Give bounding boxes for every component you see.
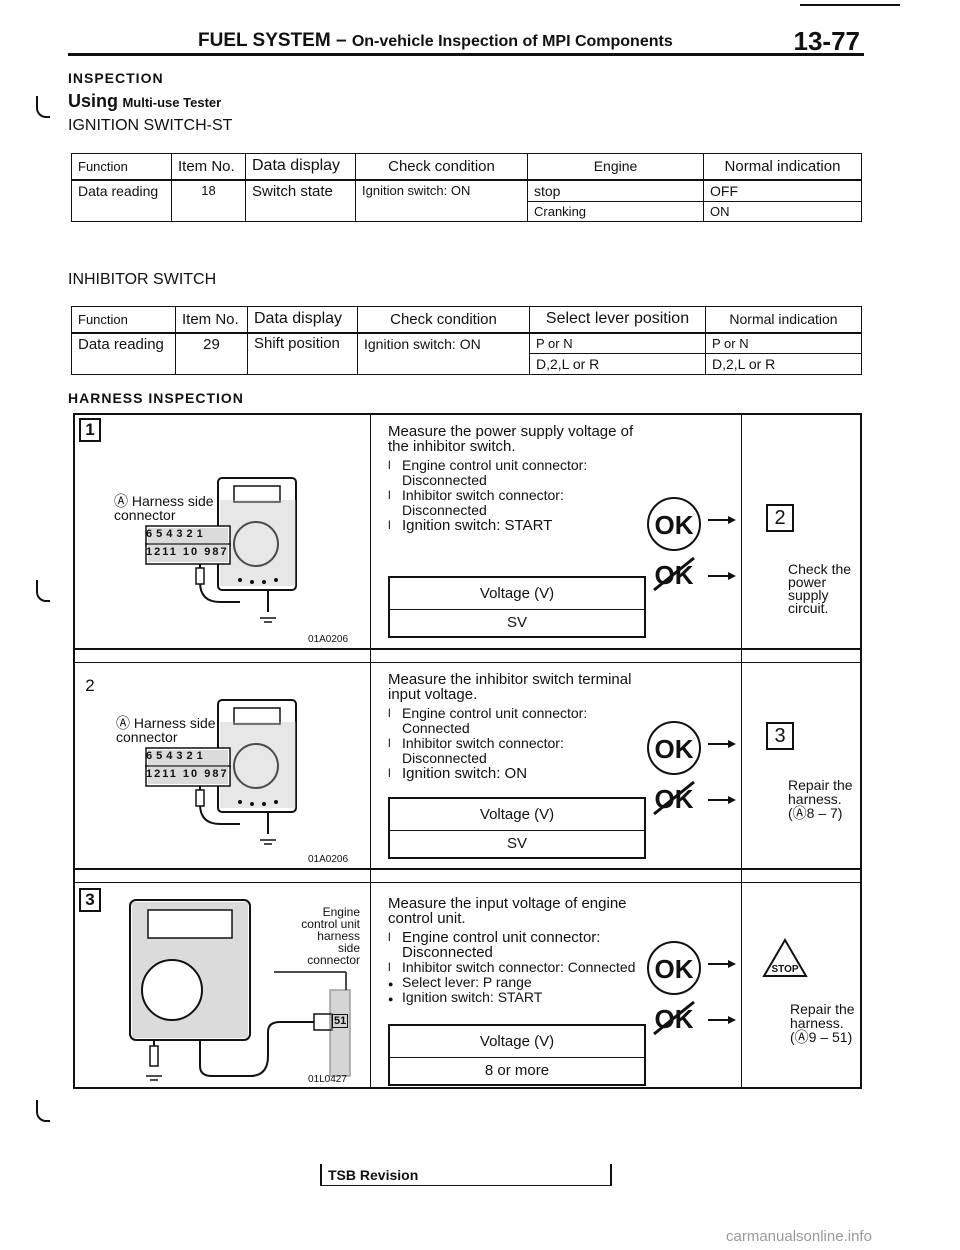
harness-inspection-frame	[73, 413, 862, 1089]
stop-icon: STOP	[762, 938, 808, 977]
cell-function: Data reading	[71, 179, 172, 222]
step-number: 2	[85, 676, 95, 695]
connector-pins-bottom: 1211 10 987	[146, 768, 229, 780]
ignition-switch-title: IGNITION SWITCH-ST	[68, 117, 233, 134]
ok-next-step: 2	[766, 504, 794, 532]
connector-pins-top: 654321	[146, 750, 207, 762]
voltage-spec-box: Voltage (V) 8 or more	[388, 1024, 646, 1086]
ecu-connector-label: Engine control unit harness side connect…	[301, 905, 360, 967]
ok-next-step: 3	[766, 722, 794, 750]
ng-action: Repair the harness. (Ⓐ9 – 51)	[790, 1001, 855, 1045]
ng-action: Check the power supply circuit.	[788, 561, 852, 616]
ignition-switch-table: Function Item No. Data display Check con…	[71, 153, 862, 222]
figure-code: 01L0427	[308, 1074, 347, 1085]
step-procedure: Measure the input voltage of engine cont…	[388, 896, 652, 1007]
binding-mark	[36, 96, 50, 118]
ok-ng-symbols: OK OK	[647, 497, 736, 592]
voltage-spec-box: Voltage (V) SV	[388, 576, 646, 638]
ng-action: Repair the harness. (Ⓐ8 – 7)	[788, 777, 853, 821]
figure-code: 01A0206	[308, 854, 349, 865]
multimeter-diagram	[129, 899, 351, 1081]
harness-side-connector-label: Ⓐ Harness side connector	[114, 493, 214, 523]
ok-mark: OK	[655, 734, 694, 764]
page-number: 13-77	[793, 26, 861, 56]
ok-ng-symbols: OK OK	[647, 721, 736, 816]
page-title: FUEL SYSTEM – On-vehicle Inspection of M…	[198, 30, 673, 51]
figure-code: 01A0206	[308, 634, 349, 645]
step-number: 1	[79, 418, 101, 442]
svg-text:STOP: STOP	[771, 964, 798, 975]
page-header: FUEL SYSTEM – On-vehicle Inspection of M…	[68, 26, 864, 56]
harness-heading: HARNESS INSPECTION	[68, 390, 244, 406]
connector-pins-bottom: 1211 10 987	[146, 546, 229, 558]
binding-mark	[36, 580, 50, 602]
binding-mark	[36, 1100, 50, 1122]
connector-pins-top: 654321	[146, 528, 207, 540]
step-number: 3	[79, 888, 101, 912]
connector-pin: 51	[332, 1014, 349, 1028]
multimeter-diagram	[145, 699, 297, 845]
ok-mark: OK	[655, 954, 694, 984]
inhibitor-switch-title: INHIBITOR SWITCH	[68, 271, 217, 288]
harness-side-connector-label: Ⓐ Harness side connector	[116, 715, 216, 745]
section-subtitle: On-vehicle Inspection of MPI Components	[351, 33, 673, 50]
step-procedure: Measure the power supply voltage of the …	[388, 424, 638, 533]
inhibitor-switch-table: Function Item No. Data display Check con…	[71, 306, 862, 375]
using-heading: Using Multi-use Tester	[68, 91, 222, 111]
multimeter-diagram	[145, 477, 297, 623]
ok-mark: OK	[655, 510, 694, 540]
watermark: carmanualsonline.info	[726, 1228, 872, 1245]
tsb-revision: TSB Revision	[320, 1164, 612, 1186]
inspection-heading: INSPECTION	[68, 70, 164, 86]
voltage-spec-box: Voltage (V) SV	[388, 797, 646, 859]
section-name: FUEL SYSTEM	[198, 30, 331, 51]
top-rule	[800, 4, 900, 6]
step-procedure: Measure the inhibitor switch terminal in…	[388, 672, 638, 781]
ok-ng-symbols: OK OK	[647, 941, 736, 1036]
